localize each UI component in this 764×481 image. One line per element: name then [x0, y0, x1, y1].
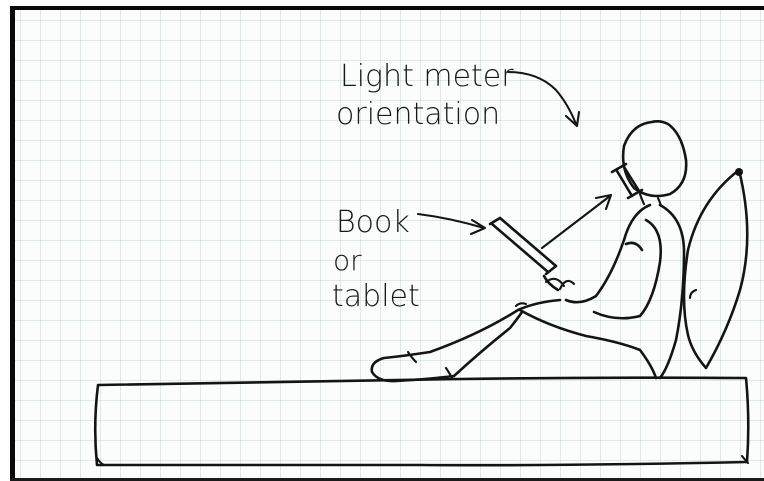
graph-paper: [14, 8, 764, 479]
book-tablet-drawing: [488, 216, 560, 292]
book-label: Book or tablet: [332, 205, 420, 314]
light-meter-label-line2: orientation: [336, 97, 500, 132]
pillow-drawing: [682, 168, 749, 370]
light-meter-drawing: [610, 162, 644, 200]
light-meter-label: Light meter orientation: [336, 59, 514, 132]
light-meter-label-line1: Light meter: [340, 59, 514, 94]
book-label-line2: or: [333, 244, 362, 277]
photo-frame: [10, 6, 764, 481]
legs-drawing: [370, 298, 658, 383]
book-arrow: [416, 212, 487, 236]
book-label-line3: tablet: [332, 279, 420, 314]
orientation-arrow: [540, 193, 613, 250]
book-label-line1: Book: [336, 205, 410, 240]
meter-arrow: [506, 70, 581, 128]
